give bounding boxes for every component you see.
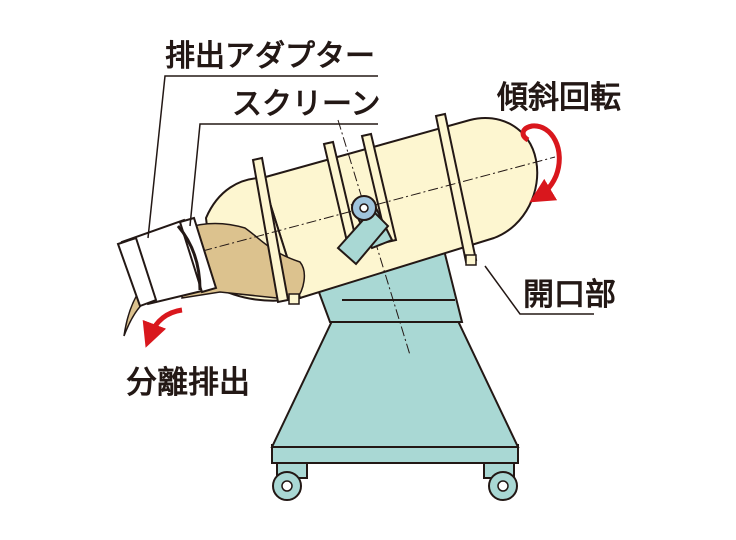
discharge-arrow-icon: [142, 307, 183, 348]
discharge-adapter: [116, 216, 218, 308]
label-separation-discharge: 分離排出: [126, 365, 250, 401]
wheel-left: [272, 457, 308, 501]
label-opening: 開口部: [523, 277, 616, 313]
vessel-axis: [149, 156, 556, 266]
label-discharge-adapter: 排出アダプター: [165, 39, 375, 74]
label-tilt-rotation: 傾斜回転: [496, 80, 621, 116]
leader-lines: [147, 75, 594, 315]
wheel-right: [483, 457, 518, 501]
screen: [176, 225, 202, 291]
rotation-arrow-icon: [520, 123, 562, 203]
label-screen: スクリーン: [232, 87, 381, 122]
pivot-arm: [336, 195, 394, 266]
